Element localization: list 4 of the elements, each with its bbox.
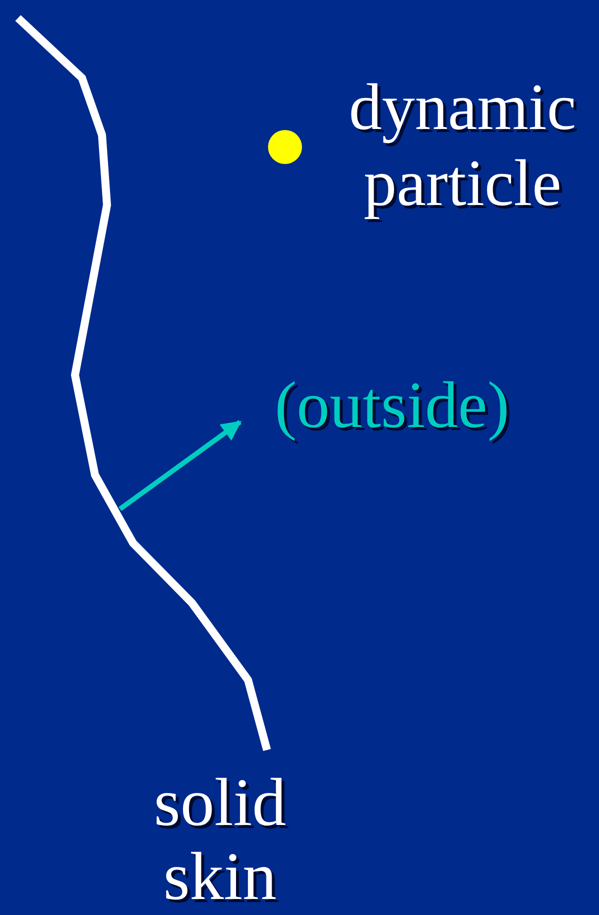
particle-dot <box>268 130 302 164</box>
outside-label: (outside) <box>274 368 510 444</box>
particle-label: dynamic particle <box>348 70 578 222</box>
solid-skin-label: solid skin <box>152 765 288 913</box>
